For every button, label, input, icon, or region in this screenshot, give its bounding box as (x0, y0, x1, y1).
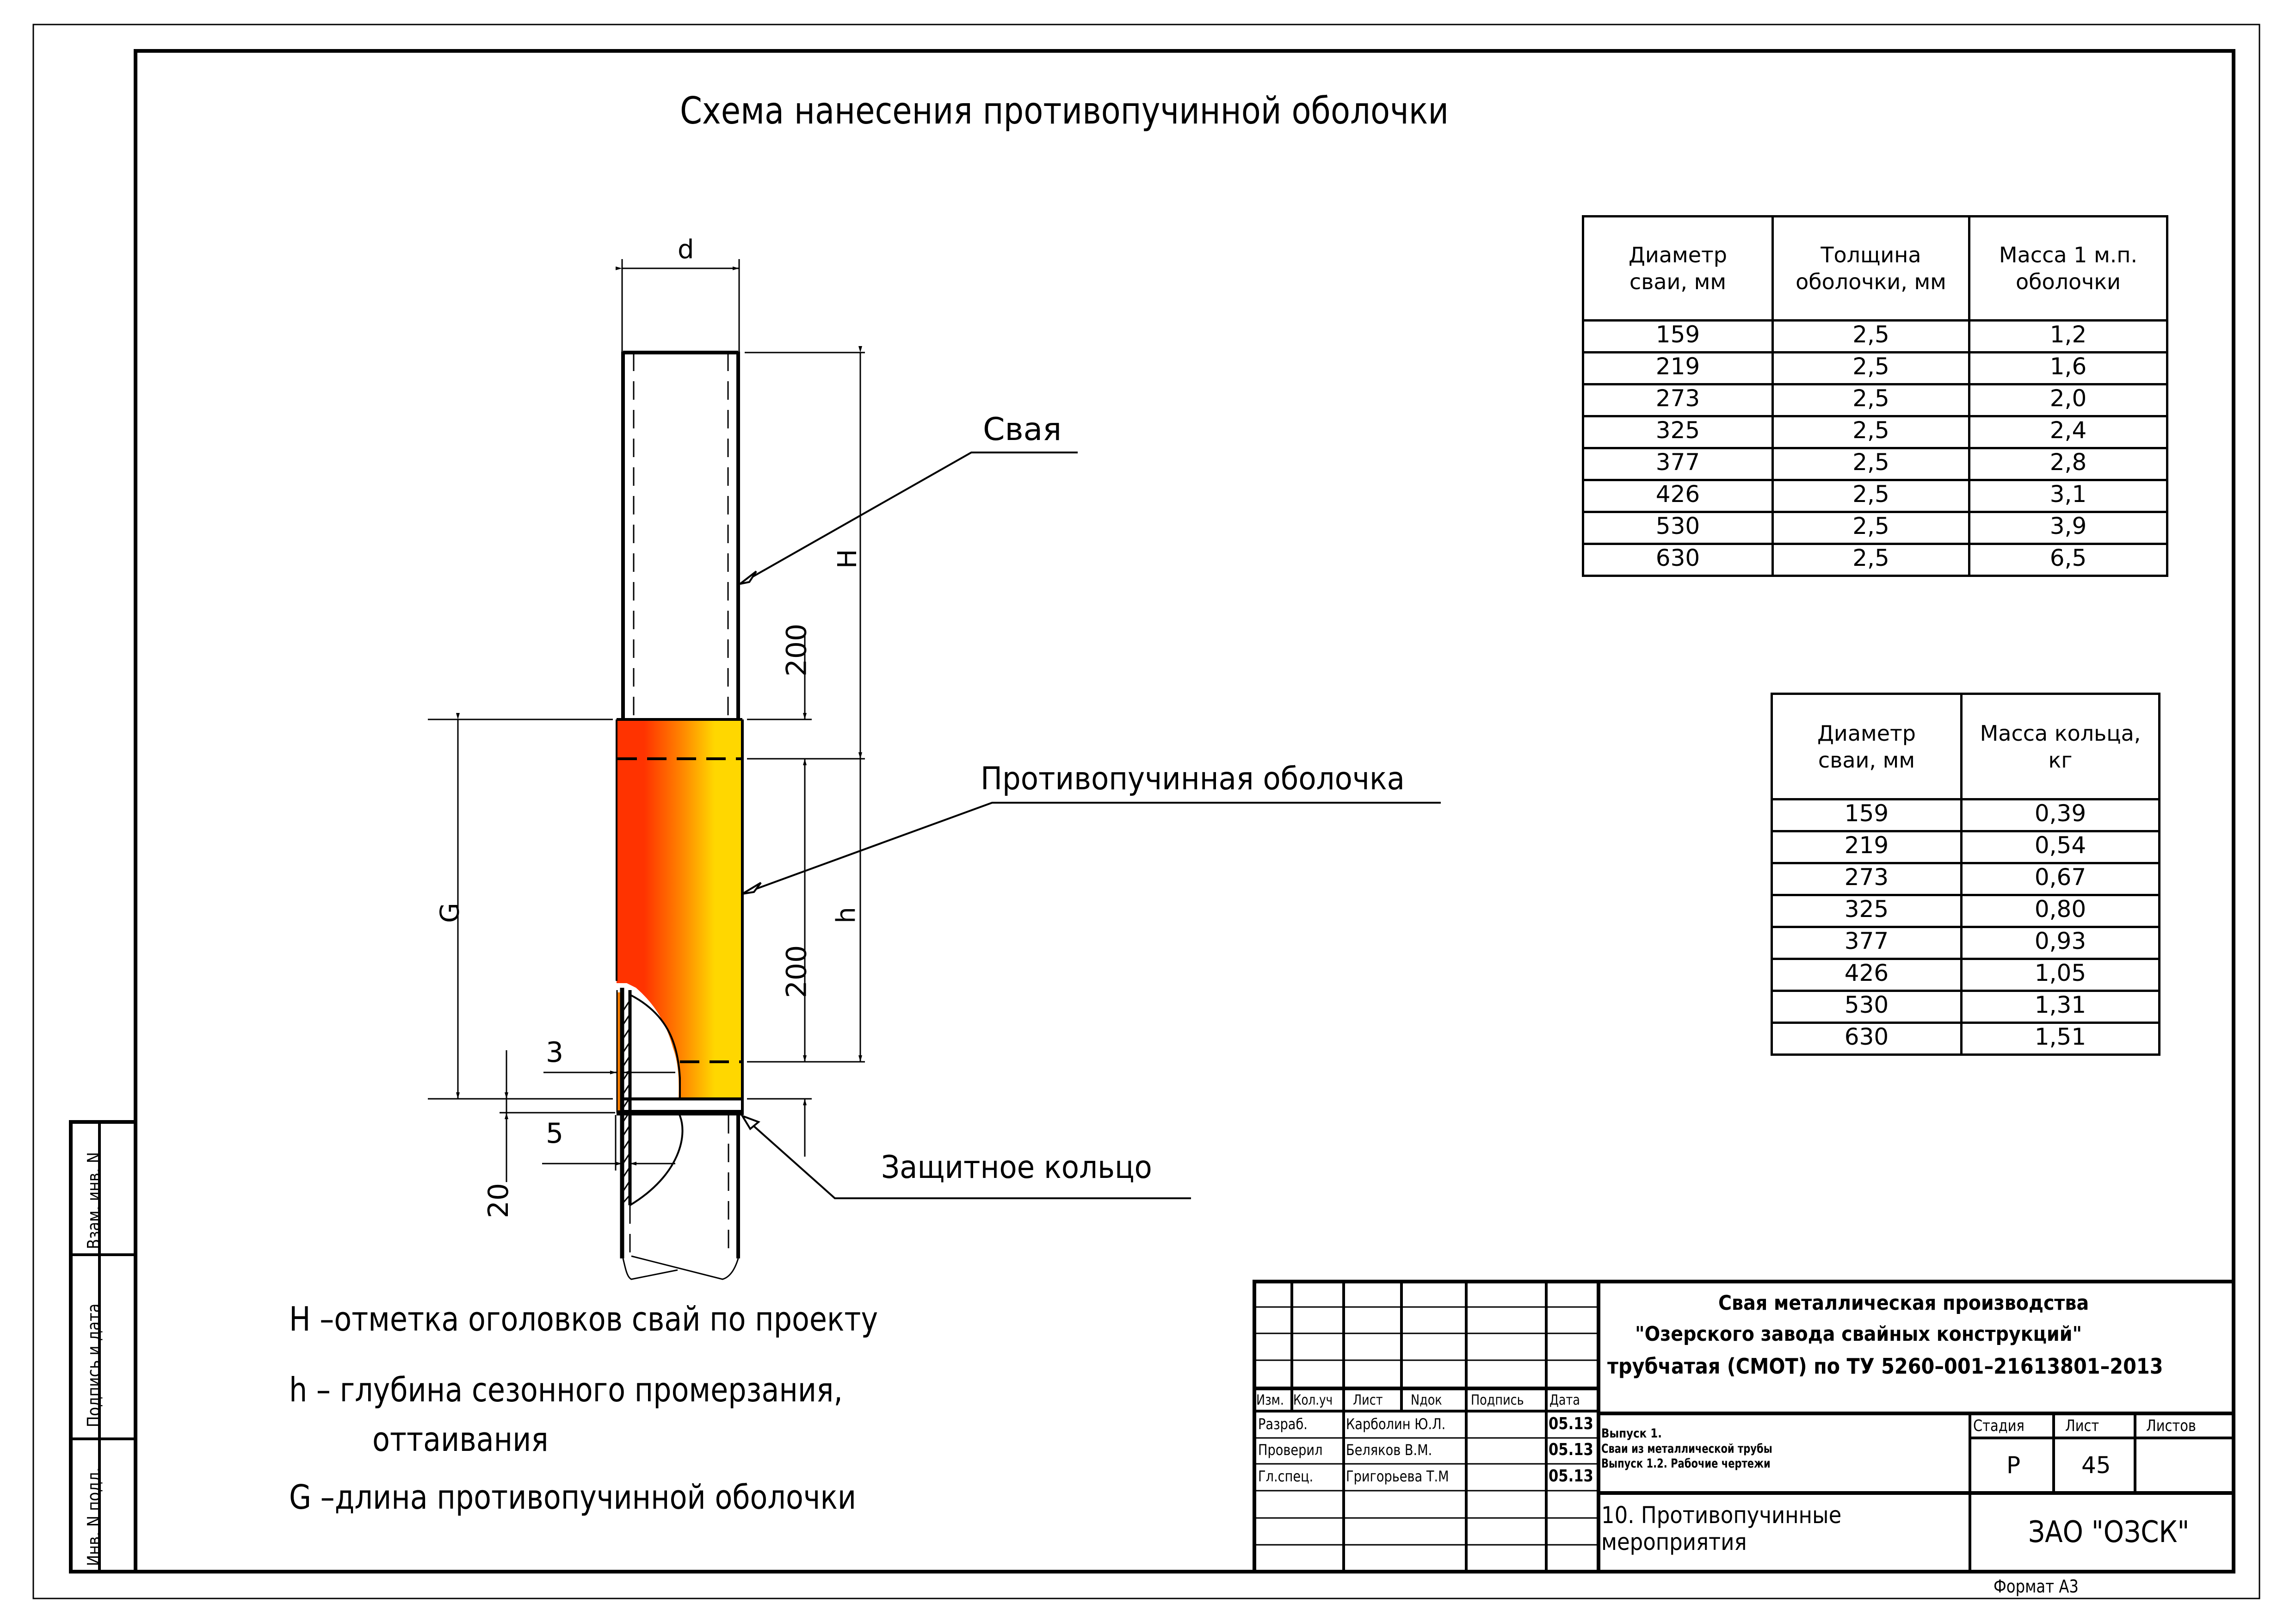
issue-line1: Выпуск 1. (1601, 1426, 1662, 1441)
stage-label: Стадия (1973, 1417, 2024, 1435)
title-block-grid (1253, 1280, 2235, 1573)
sheet-label: Лист (2065, 1417, 2099, 1435)
col-header: Масса 1 м.п.оболочки (1968, 215, 2168, 322)
dim-20-label: 20 (482, 1183, 515, 1219)
side-stamp-podpis-data: Подпись и дата (84, 1303, 104, 1427)
doc-title-line2: "Озерского завода свайных конструкций" (1635, 1322, 2082, 1346)
tb-col-data: Дата (1549, 1392, 1580, 1408)
dim-d-label: d (678, 235, 694, 265)
side-stamp-grid (69, 1120, 137, 1573)
pile-drawing (616, 351, 744, 1280)
dim-200-bottom-label: 200 (780, 945, 813, 998)
signer-name: Беляков В.М. (1346, 1441, 1432, 1459)
dim-200-top-label: 200 (780, 623, 813, 677)
side-stamp-vzam-inv: Взам. инв. N (84, 1152, 104, 1249)
issue-line2: Сваи из металлической трубы (1601, 1442, 1772, 1456)
section-line1: 10. Противопучинные (1601, 1502, 1842, 1529)
dim-3-label: 3 (546, 1036, 564, 1069)
inner-frame (134, 49, 2235, 1573)
signer-name: Григорьева Т.М (1346, 1468, 1449, 1485)
stage-value: Р (2006, 1452, 2021, 1479)
callout-leaders (739, 452, 1441, 1199)
dim-h-label: h (831, 907, 861, 923)
sheet-value: 45 (2081, 1452, 2111, 1479)
tb-col-ndok: Nдок (1411, 1392, 1442, 1408)
side-stamp-inv-podl: Инв. N подл. (84, 1467, 104, 1566)
dim-G-label: G (435, 903, 465, 923)
tb-col-izm: Изм. (1256, 1392, 1284, 1408)
doc-title-line1: Свая металлическая производства (1718, 1291, 2089, 1315)
issue-line3: Выпуск 1.2. Рабочие чертежи (1601, 1456, 1771, 1471)
signer-date: 05.13 (1549, 1467, 1593, 1486)
callout-ring-label: Защитное кольцо (881, 1149, 1152, 1186)
callout-pile-label: Свая (983, 411, 1062, 448)
callout-shell-label: Противопучинная оболочка (981, 761, 1405, 797)
doc-title-line3: трубчатая (СМОТ) по ТУ 5260–001–21613801… (1607, 1354, 2163, 1379)
page-title: Схема нанесения противопучинной оболочки (680, 89, 1449, 132)
format-label: Формат А3 (1994, 1576, 2079, 1597)
legend-H: H –отметка оголовков свай по проекту (289, 1300, 878, 1338)
legend-h-line1: h – глубина сезонного промерзания, (289, 1370, 843, 1409)
signer-date: 05.13 (1549, 1414, 1593, 1433)
dim-H-label: H (833, 549, 863, 569)
outer-frame (32, 24, 2260, 1599)
col-header: Масса кольца,кг (1960, 693, 2160, 800)
signer-role: Гл.спец. (1258, 1468, 1314, 1485)
shell-fill (617, 719, 742, 1099)
tb-col-list: Лист (1353, 1392, 1383, 1408)
legend-h-line2: оттаивания (372, 1420, 549, 1459)
section-line2: мероприятия (1601, 1529, 1747, 1555)
signer-date: 05.13 (1549, 1440, 1593, 1459)
tb-col-koluch: Кол.уч (1293, 1392, 1333, 1408)
signer-name: Карболин Ю.Л. (1346, 1415, 1446, 1433)
legend-G: G –длина противопучинной оболочки (289, 1478, 857, 1517)
dimension-lines (428, 259, 865, 1182)
signer-role: Разраб. (1258, 1415, 1308, 1433)
sheets-label: Листов (2146, 1417, 2196, 1435)
tb-col-podpis: Подпись (1471, 1392, 1524, 1408)
dim-5-label: 5 (546, 1117, 564, 1150)
signer-role: Проверил (1258, 1441, 1323, 1459)
company-name: ЗАО "ОЗСК" (2028, 1515, 2190, 1549)
